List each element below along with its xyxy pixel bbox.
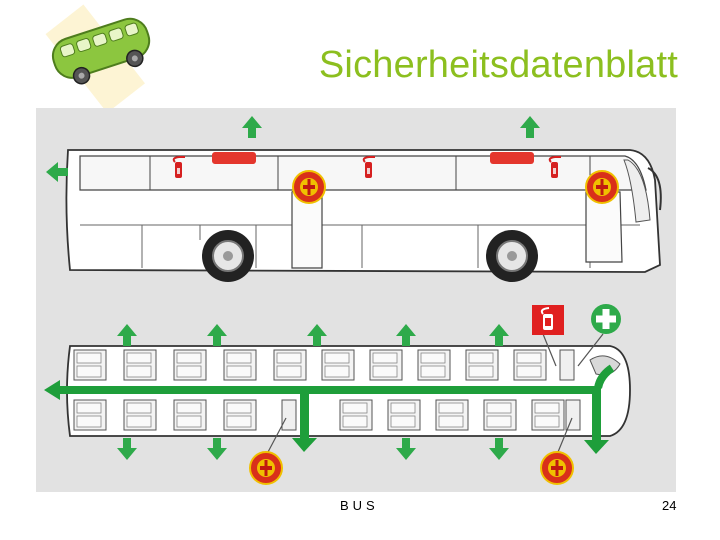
emergency-hammer-icon xyxy=(540,451,574,485)
fire-extinguisher-sign-icon xyxy=(532,305,564,335)
driver-seat xyxy=(559,349,575,381)
escape-route xyxy=(44,364,615,454)
first-aid-cross-icon xyxy=(591,304,621,334)
green-bus-logo-icon xyxy=(45,4,151,110)
emergency-hammer-icon xyxy=(585,170,619,204)
roof-exit-arrows xyxy=(117,324,509,346)
bus-side-view xyxy=(65,149,662,282)
page-number: 24 xyxy=(662,498,677,513)
page-title: Sicherheitsdatenblatt xyxy=(318,44,678,86)
exit-arrow-icon xyxy=(46,162,68,182)
exit-arrow-icon xyxy=(242,116,262,138)
footer-label: BUS xyxy=(340,498,379,513)
exit-arrow-icon xyxy=(520,116,540,138)
emergency-hammer-icon xyxy=(292,170,326,204)
emergency-hammer-icon xyxy=(249,451,283,485)
